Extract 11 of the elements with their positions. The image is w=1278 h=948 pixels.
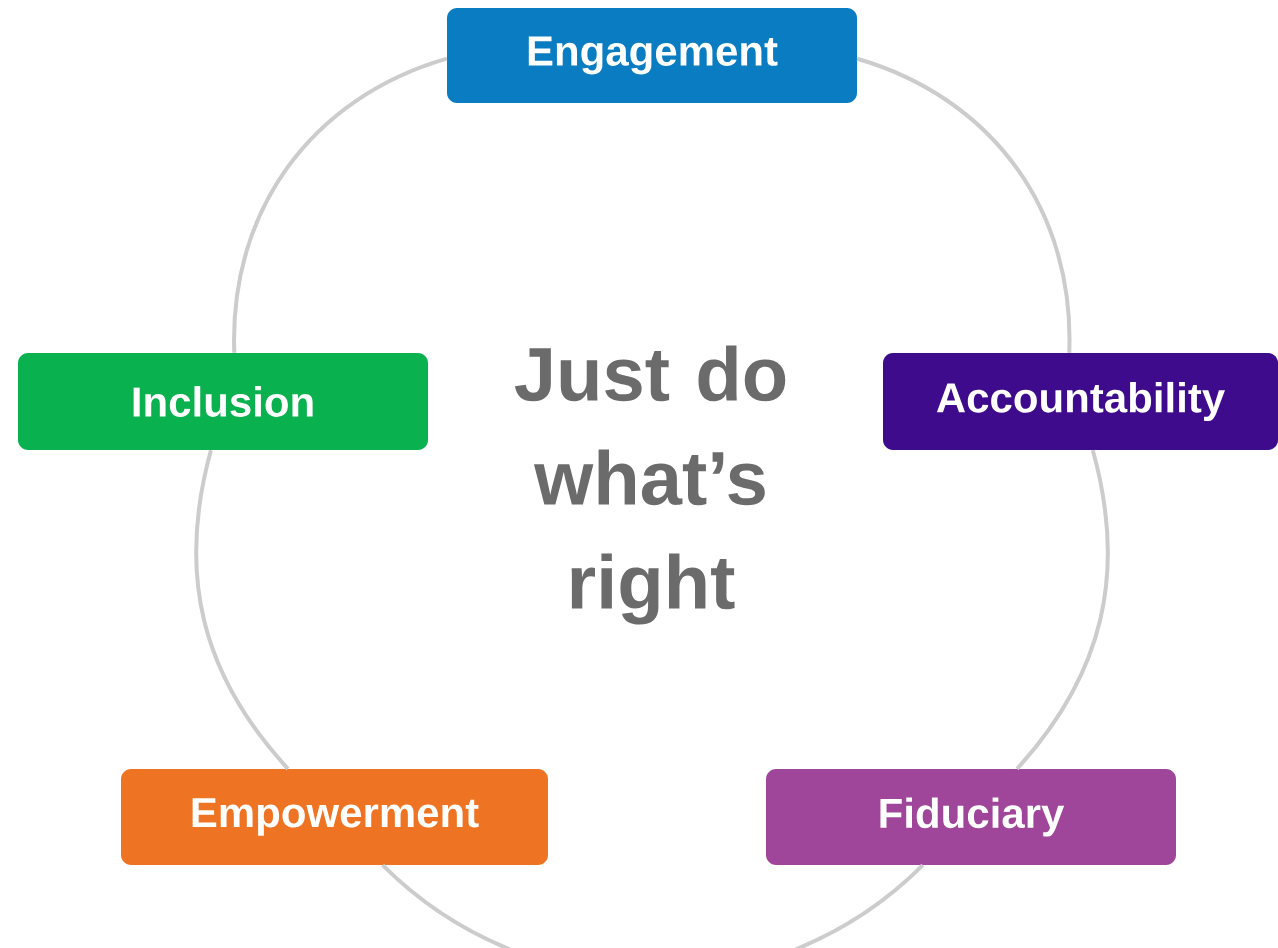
label-box: Empowerment	[121, 769, 548, 865]
label-box: Fiduciary	[766, 769, 1176, 865]
label-box: Inclusion	[18, 353, 428, 450]
circle-arc	[856, 56, 1072, 353]
label-box: Accountability	[883, 353, 1278, 450]
circle-arc	[1015, 449, 1110, 771]
circle-arc	[381, 863, 925, 948]
label-box: Engagement	[447, 8, 857, 103]
circle-arc	[194, 449, 290, 771]
circle-arc	[232, 56, 448, 353]
center-text: Just do what’s right	[514, 345, 786, 625]
